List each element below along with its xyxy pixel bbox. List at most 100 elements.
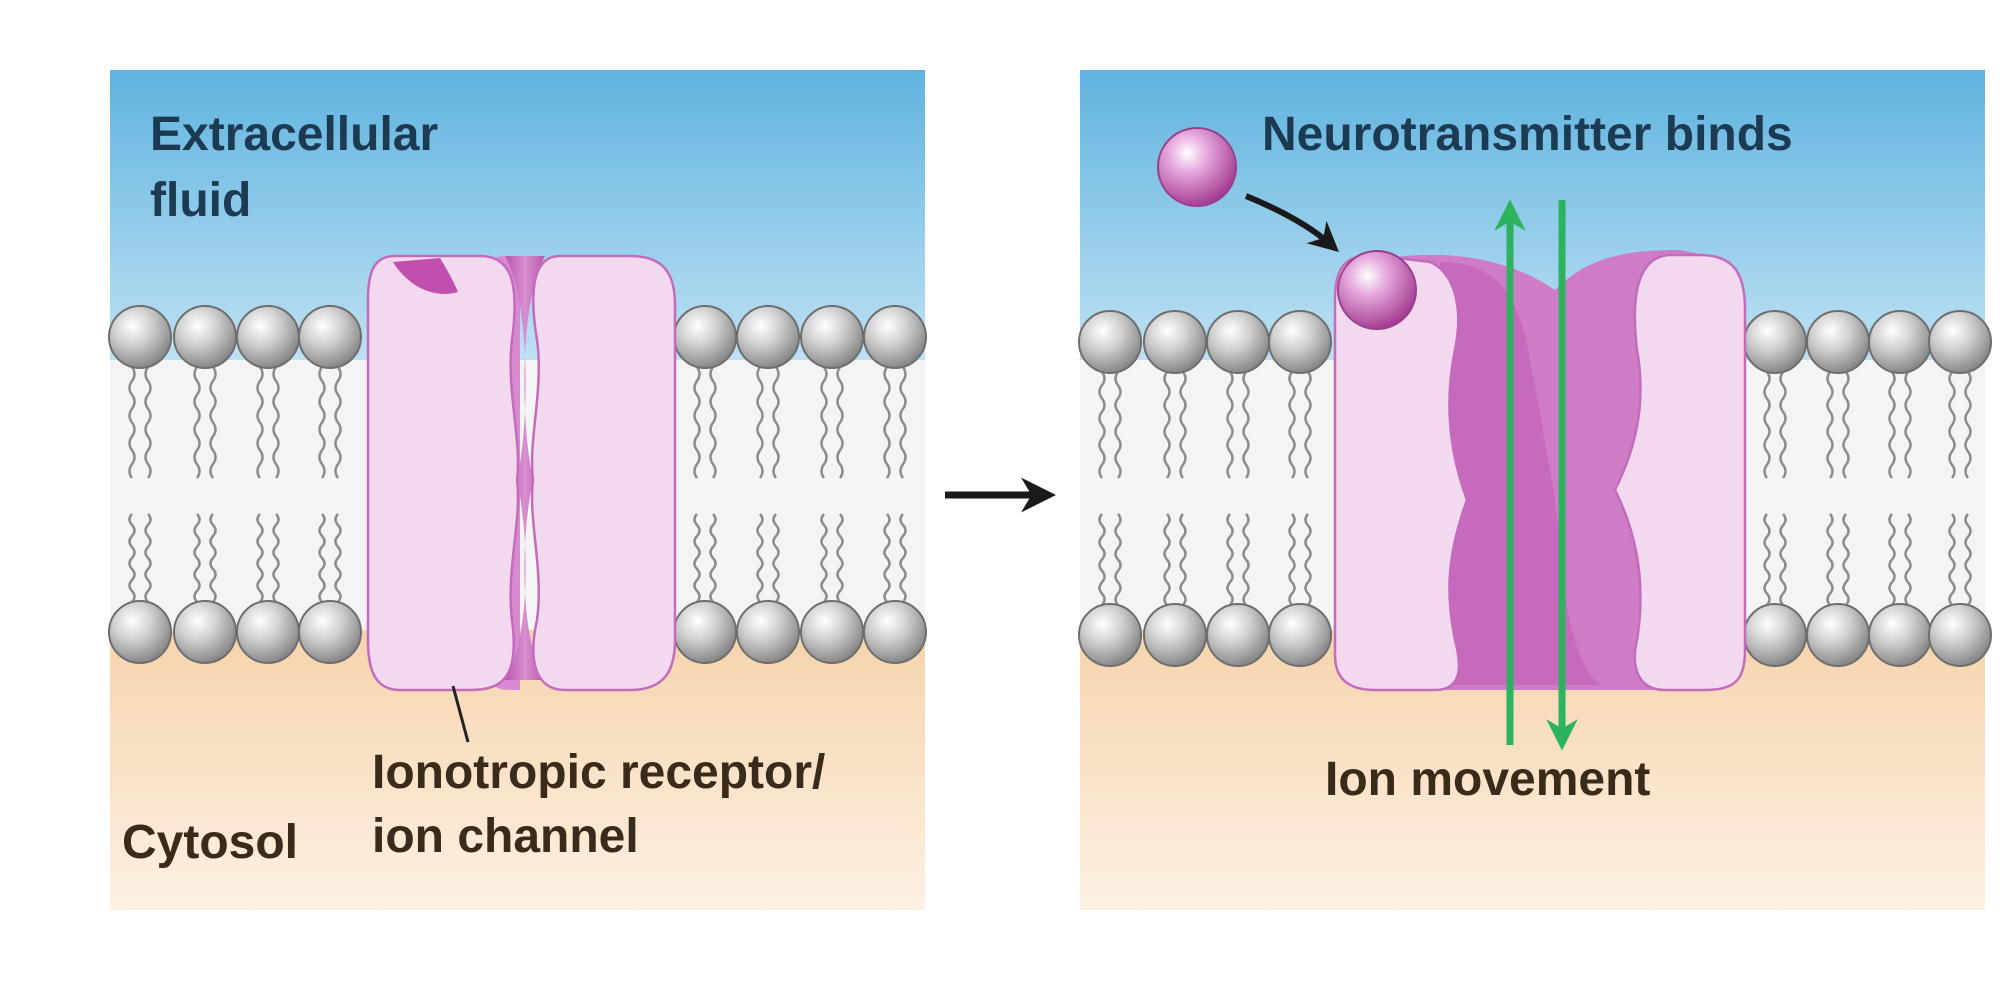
lipid-tail bbox=[772, 513, 780, 603]
lipid-tail bbox=[836, 513, 844, 603]
channel-right-subunit-open bbox=[1613, 253, 1747, 692]
lipid-tail bbox=[318, 366, 326, 479]
lipid-head bbox=[108, 600, 172, 664]
lipid-tail bbox=[836, 366, 844, 479]
lipid-head bbox=[1868, 603, 1932, 667]
lipid-head bbox=[736, 305, 800, 369]
lipid-tail bbox=[272, 513, 280, 603]
receptor-label-line2: ion channel bbox=[372, 810, 639, 863]
channel-right-subunit bbox=[530, 254, 677, 692]
lipid-tail bbox=[193, 366, 201, 479]
lipid-tail bbox=[128, 513, 136, 603]
lipid-tail bbox=[693, 513, 701, 603]
lipid-head bbox=[1743, 310, 1807, 374]
lipid-tail bbox=[820, 513, 828, 603]
lipid-tail bbox=[144, 513, 152, 603]
lipid-head bbox=[108, 305, 172, 369]
lipid-tail bbox=[1826, 371, 1834, 479]
lipid-tail bbox=[899, 366, 907, 479]
lipid-head bbox=[1806, 603, 1870, 667]
lipid-tail bbox=[1779, 371, 1787, 479]
receptor-label-line1: Ionotropic receptor/ bbox=[372, 746, 825, 799]
ion-movement-label: Ion movement bbox=[1325, 753, 1650, 806]
lipid-head bbox=[1743, 603, 1807, 667]
lipid-tail bbox=[772, 366, 780, 479]
lipid-head bbox=[1268, 603, 1332, 667]
lipid-head bbox=[1206, 603, 1270, 667]
channel-left-subunit bbox=[366, 254, 520, 692]
lipid-tail bbox=[1226, 371, 1234, 479]
lipid-head bbox=[298, 600, 362, 664]
lipid-tail bbox=[1288, 371, 1296, 479]
lipid-tail bbox=[709, 513, 717, 603]
binding-site bbox=[393, 258, 458, 294]
lipid-tail bbox=[883, 366, 891, 479]
lipid-head bbox=[298, 305, 362, 369]
lipid-tail bbox=[256, 513, 264, 603]
lipid-head bbox=[1143, 310, 1207, 374]
binding-arrow bbox=[1244, 193, 1339, 252]
lipid-tail bbox=[272, 366, 280, 479]
lipid-tail bbox=[1098, 371, 1106, 479]
lipid-tail bbox=[883, 513, 891, 603]
lipid-tail bbox=[1304, 513, 1312, 606]
lipid-tail bbox=[1964, 513, 1972, 606]
lipid-tail bbox=[1779, 513, 1787, 606]
lipid-head bbox=[863, 600, 927, 664]
lipid-tail bbox=[693, 366, 701, 479]
bound-neurotransmitter bbox=[1337, 250, 1417, 330]
lipid-head bbox=[673, 600, 737, 664]
lipid-tail bbox=[1948, 513, 1956, 606]
lipid-head bbox=[236, 305, 300, 369]
lipid-tail bbox=[1179, 513, 1187, 606]
lipid-tail bbox=[256, 366, 264, 479]
lipid-tails-right bbox=[1098, 371, 1972, 606]
lipid-head bbox=[173, 600, 237, 664]
lipid-tail bbox=[334, 366, 342, 479]
lipid-tail bbox=[1163, 513, 1171, 606]
lipid-head bbox=[1078, 603, 1142, 667]
lipid-tail bbox=[820, 366, 828, 479]
lipid-tail bbox=[1179, 371, 1187, 479]
binding-label: Neurotransmitter binds bbox=[1262, 108, 1793, 161]
lipid-tail bbox=[1842, 513, 1850, 606]
lipid-tail bbox=[1288, 513, 1296, 606]
lipid-tail bbox=[1114, 371, 1122, 479]
lipid-tail bbox=[1304, 371, 1312, 479]
lipid-tail bbox=[1242, 513, 1250, 606]
lipid-head bbox=[1806, 310, 1870, 374]
lipid-head bbox=[1928, 603, 1992, 667]
lipid-tail bbox=[1826, 513, 1834, 606]
lipid-tail bbox=[1964, 371, 1972, 479]
channel-pore bbox=[505, 256, 545, 680]
lipid-head bbox=[800, 305, 864, 369]
lipid-tail bbox=[193, 513, 201, 603]
lipid-tail bbox=[209, 366, 217, 479]
lipid-tail bbox=[756, 366, 764, 479]
lipid-tail bbox=[1842, 371, 1850, 479]
lipid-head bbox=[800, 600, 864, 664]
lipid-tail bbox=[1763, 371, 1771, 479]
lipid-head bbox=[1268, 310, 1332, 374]
lipid-head bbox=[1928, 310, 1992, 374]
lipid-head bbox=[1206, 310, 1270, 374]
lipid-head bbox=[736, 600, 800, 664]
lipid-tail bbox=[1948, 371, 1956, 479]
lipid-tail bbox=[756, 513, 764, 603]
lipid-tails bbox=[128, 366, 907, 603]
lipid-head bbox=[236, 600, 300, 664]
lipid-tail bbox=[709, 366, 717, 479]
lipid-tail bbox=[1226, 513, 1234, 606]
lipid-head bbox=[1143, 603, 1207, 667]
receptor-pointer-line bbox=[451, 685, 470, 743]
lipid-tail bbox=[1114, 513, 1122, 606]
lipid-head bbox=[863, 305, 927, 369]
lipid-head bbox=[1868, 310, 1932, 374]
extracellular-label-line1: Extracellular bbox=[150, 108, 438, 161]
lipid-tail bbox=[144, 366, 152, 479]
lipid-tail bbox=[1163, 371, 1171, 479]
lipid-head bbox=[1078, 310, 1142, 374]
lipid-tail bbox=[334, 513, 342, 603]
left-panel: Extracellular fluid Ionotropic receptor/… bbox=[108, 70, 927, 910]
lipid-heads bbox=[108, 305, 927, 664]
